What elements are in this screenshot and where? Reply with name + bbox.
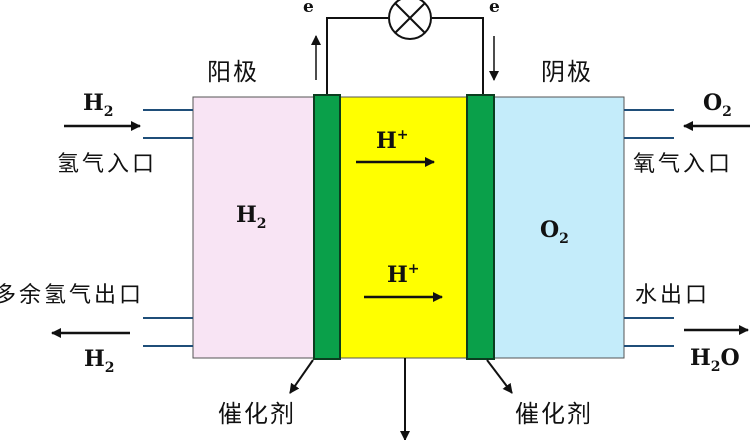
cathode-gas-formula: O2	[540, 217, 569, 247]
excess-hydrogen-formula: H2	[84, 346, 115, 376]
pipes	[143, 109, 674, 347]
catalyst-pointer-right	[486, 359, 513, 394]
proton-label-top: H+	[376, 127, 409, 154]
anode-gas-formula: H2	[236, 202, 267, 232]
excess-hydrogen-outlet-label: 多余氢气出口	[0, 283, 144, 308]
catalyst-label-left: 催化剂	[218, 400, 296, 428]
lamp-icon	[388, 0, 432, 40]
oxygen-inlet-formula: O2	[703, 90, 732, 120]
electron-label-right: e	[489, 0, 500, 17]
external-wire-right	[432, 17, 484, 95]
water-outlet-label: 水出口	[635, 283, 710, 308]
catalyst-pointer-left	[289, 359, 314, 394]
oxygen-inlet-label: 氧气入口	[633, 152, 733, 177]
cathode-chamber	[493, 96, 625, 359]
electron-label-left: e	[303, 0, 314, 17]
cathode-label: 阴极	[541, 58, 593, 86]
hydrogen-inlet-formula: H2	[83, 90, 114, 120]
cathode-catalyst-layer	[466, 94, 495, 360]
water-formula: H2O	[690, 345, 740, 375]
proton-label-bottom: H+	[387, 261, 420, 288]
anode-label: 阳极	[207, 58, 259, 86]
anode-catalyst-layer	[313, 94, 341, 360]
electrolyte-membrane	[339, 96, 468, 359]
external-wire	[326, 17, 388, 95]
catalyst-label-right: 催化剂	[515, 400, 593, 428]
hydrogen-inlet-label: 氢气入口	[57, 152, 157, 177]
